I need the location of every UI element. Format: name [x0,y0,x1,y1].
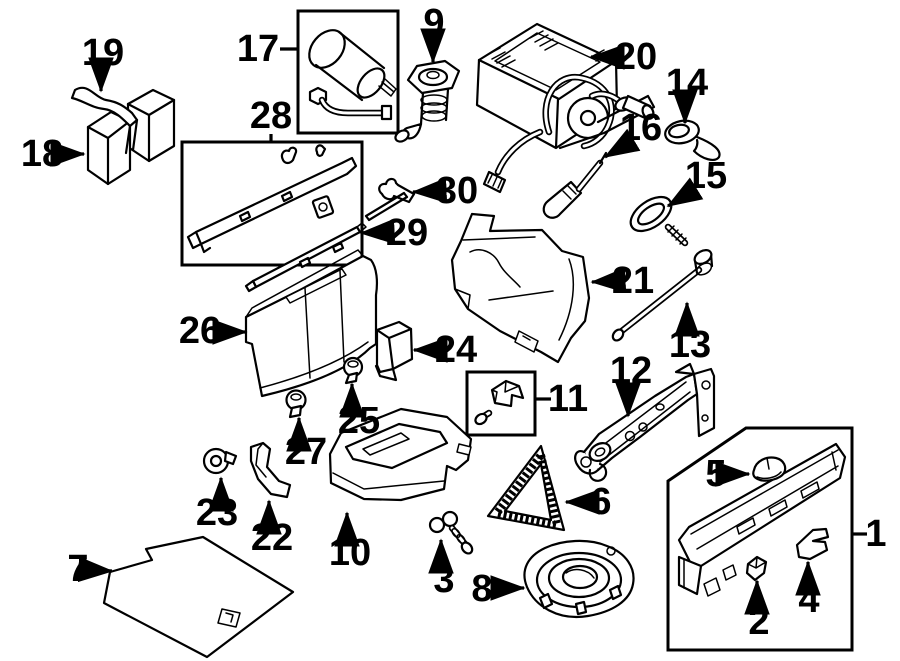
part-5-cap [752,456,787,482]
part-3-wing-clip [428,510,474,555]
callout-label-21: 21 [612,260,654,302]
callout-label-17: 17 [237,28,279,70]
leader-16 [603,128,641,159]
callout-label-8: 8 [471,568,492,610]
part-18-chock-blocks [86,88,176,186]
callout-labels: 1 2 3 4 5 6 7 8 9 10 11 12 13 14 15 16 1… [21,2,887,643]
callout-label-23: 23 [196,492,238,534]
callout-label-3: 3 [433,559,454,601]
callout-label-9: 9 [423,2,444,44]
callout-label-20: 20 [615,36,657,78]
part-26-rear-trim-panel [244,249,379,398]
part-21-side-trim-panel [450,212,591,364]
part-25-push-clip [342,356,364,385]
part-7-floor-mat [102,535,295,659]
part-20-air-compressor [475,22,656,194]
callout-label-15: 15 [685,155,727,197]
part-12-scissor-jack [574,362,716,482]
part-15-tow-hook [629,195,689,247]
callout-label-11: 11 [548,378,588,420]
callout-label-24: 24 [435,329,477,371]
callout-label-30: 30 [436,170,478,212]
callout-label-6: 6 [590,481,611,523]
callout-label-27: 27 [285,431,327,473]
part-27-push-clip [285,389,307,419]
group-box-17 [296,9,400,135]
part-13-wheel-wrench [611,249,714,342]
leader-21 [590,267,627,294]
callout-label-28: 28 [250,95,292,137]
callout-label-25: 25 [338,400,380,442]
part-2-clip [745,555,768,582]
callout-label-13: 13 [669,324,711,366]
leader-30 [411,177,448,204]
callout-label-12: 12 [610,350,652,392]
callout-label-18: 18 [21,133,63,175]
part-22-trim-bracket [249,441,292,499]
callout-label-10: 10 [329,532,371,574]
callout-label-1: 1 [865,513,886,555]
callout-label-22: 22 [251,517,293,559]
part-4-spring-clip [795,527,830,561]
part-10-storage-tray [328,407,473,502]
part-16-screwdriver [542,151,608,219]
callout-label-26: 26 [179,310,221,352]
part-23-grommet [202,447,238,475]
part-17-sealant-canister [308,29,397,121]
callout-label-7: 7 [67,548,88,590]
callout-label-4: 4 [798,579,819,621]
part-28-rear-trim-kit [186,144,358,254]
part-1-sill-plate [677,442,847,597]
part-19-strap [70,86,139,155]
part-8-spare-tire-retainer [523,539,635,619]
leader-7 [77,556,114,583]
leader-15 [666,177,704,208]
callout-label-14: 14 [666,62,708,104]
callout-leaders [50,28,867,615]
callout-label-16: 16 [620,107,662,149]
group-box-1 [666,426,854,652]
callout-label-29: 29 [386,212,428,254]
leader-29 [359,218,396,245]
part-24-bracket [374,320,414,382]
part-11-bracket-and-pin [474,379,525,426]
part-9-valve-adapter [394,59,461,143]
part-6-warning-triangle [486,444,566,532]
group-box-11 [465,370,537,437]
callout-label-5: 5 [705,453,726,495]
part-30-clip-bracket [364,177,416,222]
part-14-hook-clip [664,119,721,161]
callout-label-2: 2 [748,601,769,643]
callout-label-19: 19 [82,32,124,74]
